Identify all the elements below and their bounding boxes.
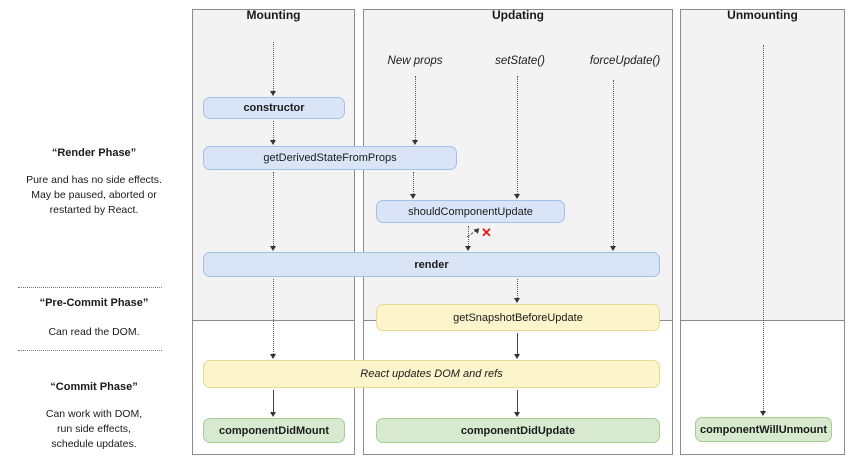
flow-arrow bbox=[270, 121, 276, 145]
render-phase-description: Pure and has no side effects. May be pau… bbox=[26, 174, 162, 216]
column-title-unmounting: Unmounting bbox=[727, 8, 798, 22]
column-updating bbox=[363, 9, 673, 455]
node-constructor[interactable]: constructor bbox=[203, 97, 345, 119]
flow-arrow bbox=[760, 45, 766, 416]
node-componentwillunmount[interactable]: componentWillUnmount bbox=[695, 417, 832, 442]
render-phase-title: “Render Phase” bbox=[51, 147, 137, 159]
node-getsnapshotbeforeupdate[interactable]: getSnapshotBeforeUpdate bbox=[376, 304, 660, 331]
commit-phase-title: “Commit Phase” bbox=[50, 381, 138, 393]
node-componentdidupdate[interactable]: componentDidUpdate bbox=[376, 418, 660, 443]
node-componentdidmount[interactable]: componentDidMount bbox=[203, 418, 345, 443]
flow-arrow bbox=[514, 390, 520, 417]
flow-arrow bbox=[610, 80, 616, 251]
flow-arrow bbox=[514, 76, 520, 199]
render-phase-region bbox=[681, 10, 844, 321]
node-shouldcomponentupdate[interactable]: shouldComponentUpdate bbox=[376, 200, 565, 223]
flow-arrow bbox=[270, 390, 276, 417]
node-render[interactable]: render bbox=[203, 252, 660, 277]
flow-arrow bbox=[514, 279, 520, 303]
flow-arrow bbox=[270, 172, 276, 251]
pre-commit-phase-title: “Pre-Commit Phase” bbox=[39, 297, 149, 309]
phase-divider bbox=[18, 350, 162, 351]
flow-arrow bbox=[270, 42, 276, 96]
node-react-updates-dom: React updates DOM and refs bbox=[203, 360, 660, 388]
trigger-forceupdate: forceUpdate() bbox=[589, 55, 661, 67]
trigger-new-props: New props bbox=[387, 55, 443, 67]
flow-arrow bbox=[412, 76, 418, 145]
commit-phase-description: Can work with DOM, run side effects, sch… bbox=[45, 408, 143, 450]
flow-arrow bbox=[514, 333, 520, 359]
column-title-updating: Updating bbox=[492, 8, 544, 22]
flow-arrow bbox=[410, 172, 416, 199]
column-unmounting bbox=[680, 9, 845, 455]
trigger-setstate: setState() bbox=[495, 55, 545, 67]
cancel-update-icon: ✕ bbox=[481, 225, 492, 240]
pre-commit-phase-description: Can read the DOM. bbox=[48, 326, 140, 338]
node-getderivedstatefromprops[interactable]: getDerivedStateFromProps bbox=[203, 146, 457, 170]
flow-arrow bbox=[465, 226, 471, 251]
flow-arrow bbox=[270, 279, 276, 359]
phase-divider bbox=[18, 287, 162, 288]
column-title-mounting: Mounting bbox=[246, 8, 301, 22]
